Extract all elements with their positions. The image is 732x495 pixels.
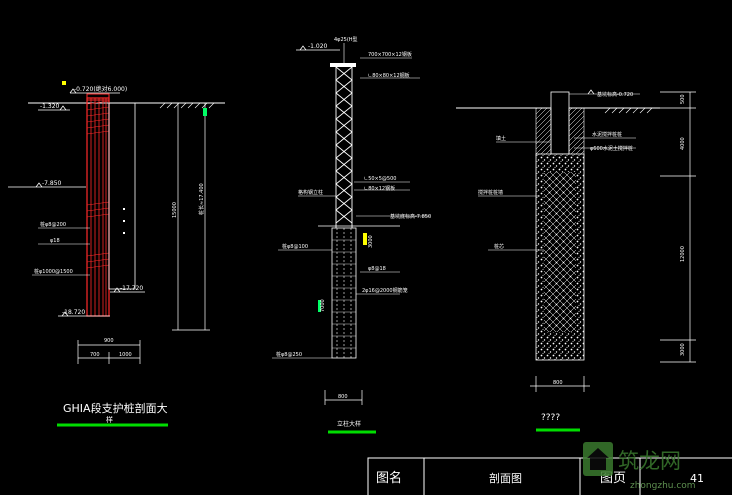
left-elev-markers (8, 88, 145, 317)
left-callout-lines (32, 227, 90, 276)
right-ground-hatch (604, 107, 653, 114)
left-pile-section: -0.720(绝对6.000) -1.320 -7.850 -17.720 -1… (8, 81, 225, 427)
right-label-cement: 水泥搅拌桩桩 (592, 131, 622, 138)
left-callout-pile: 桩φ1000@1500 (34, 268, 73, 275)
left-wall-marks (123, 208, 125, 234)
mid-bottom-rebar: 桩φ8@250 (276, 351, 302, 358)
right-bottom-dim (530, 376, 590, 392)
left-top-elev: -0.720(绝对6.000) (74, 85, 127, 93)
title-block-frame (367, 457, 732, 495)
mid-bottom-elev: 基坑底标高-7.850 (390, 213, 431, 220)
mid-pile-len: 7000 (320, 299, 326, 312)
right-label-pile: 桩芯 (494, 243, 504, 250)
left-pile-rebars (90, 98, 107, 316)
left-ground-elev: -1.320 (40, 103, 60, 110)
right-fill-hatch (535, 107, 552, 157)
left-wall-outline (108, 102, 136, 290)
mid-lattice-spec1: ∟50×5@500 (364, 176, 396, 182)
right-top-elev: 基坑标高-0.720 (597, 91, 633, 98)
mid-title: 立柱大样 (337, 420, 361, 428)
title-block-label-name: 图名 (376, 470, 402, 486)
left-lower-elev: -17.720 (120, 285, 143, 292)
mid-pile-dash (336, 228, 352, 358)
mid-top-plate (330, 63, 356, 67)
watermark: 筑龙网 zhongzhu.com (583, 442, 696, 491)
mid-lattice-spec2: ∟80×12钢板 (364, 185, 395, 192)
mid-embed-dim: 3000 (368, 235, 374, 248)
left-cap (86, 93, 110, 101)
left-ground-hatch (159, 102, 215, 109)
right-section: 基坑标高-0.720 填土 搅拌桩桩墙 桩芯 水泥搅拌桩桩 φ600水泥土搅拌桩 (456, 89, 696, 432)
mid-top-elev: -1.020 (308, 43, 328, 50)
mid-bottom-dim (324, 390, 363, 405)
watermark-brand: 筑龙网 (618, 449, 681, 473)
mid-pile-ties (332, 239, 356, 349)
left-mid-elev: -7.850 (42, 180, 62, 187)
watermark-url: zhongzhu.com (630, 481, 696, 491)
right-label-fill: 填土 (496, 135, 506, 142)
mid-pile-spec: 2φ16@2000钢筋笼 (362, 287, 408, 294)
right-title: ???? (541, 413, 560, 423)
left-dim-total: 900 (104, 338, 114, 344)
right-top-elev-mark (587, 89, 595, 95)
mid-rebar-spec: φ8@18 (368, 266, 386, 272)
left-bottom-elev: -18.720 (62, 309, 85, 316)
left-title-cont: 样 (106, 415, 113, 424)
right-column-top (550, 91, 570, 155)
mid-column-label: 格构钢立柱 (298, 189, 323, 196)
mid-embed-dim-tick (363, 233, 367, 245)
left-title: GHIA段支护桩剖面大 (63, 401, 168, 415)
right-pile-core (544, 172, 576, 332)
left-dim-left: 700 (90, 352, 100, 358)
right-vertical-dims (660, 91, 696, 363)
right-dim-bottom: 800 (553, 380, 563, 386)
right-callout-lines (478, 137, 636, 251)
mid-top-label: 4φ25(H型 (334, 36, 358, 43)
left-side-text: 15000 (172, 202, 178, 218)
right-label-mix: 搅拌桩桩墙 (478, 189, 503, 196)
title-block-page-number: 41 (690, 472, 704, 485)
left-vertical-dim-tick (203, 108, 207, 116)
mid-top-elev-mark (299, 45, 307, 51)
right-label-mix-detail: φ600水泥土搅拌桩 (590, 145, 633, 152)
right-dim-2: 4000 (680, 137, 686, 150)
mid-dim-bottom: 800 (338, 394, 348, 400)
left-vertical-dim (172, 102, 210, 331)
right-fill-hatch-r (568, 107, 585, 157)
right-dim-4: 3000 (680, 343, 686, 356)
mid-callout-lines (272, 57, 430, 359)
left-bottom-dims (77, 340, 141, 364)
watermark-house-icon (587, 448, 609, 470)
left-pile-spiral (86, 100, 110, 269)
middle-column-section: -1.020 4φ25(H型 3000 (272, 36, 431, 434)
mid-plate-spec: 700×700×12钢板 (368, 51, 412, 58)
left-callout-main: φ18 (50, 238, 60, 244)
mid-pile-len-tick (318, 300, 321, 312)
left-callout-spiral: 桩φ8@200 (40, 221, 66, 228)
mid-lattice-column (335, 66, 353, 228)
mid-pile-rebar: 桩φ8@100 (282, 243, 308, 250)
right-dim-3: 12000 (680, 246, 686, 262)
right-dim-top: 500 (680, 94, 686, 104)
left-cap-dot (62, 81, 66, 85)
mid-angle-spec: ∟80×80×12钢板 (368, 72, 410, 79)
title-block-drawing-name: 剖面图 (489, 471, 522, 485)
left-vertical-text: 桩长≈17.400 (198, 183, 205, 215)
title-block: 图名 剖面图 图页 41 (367, 457, 732, 495)
left-dim-right: 1000 (119, 352, 132, 358)
